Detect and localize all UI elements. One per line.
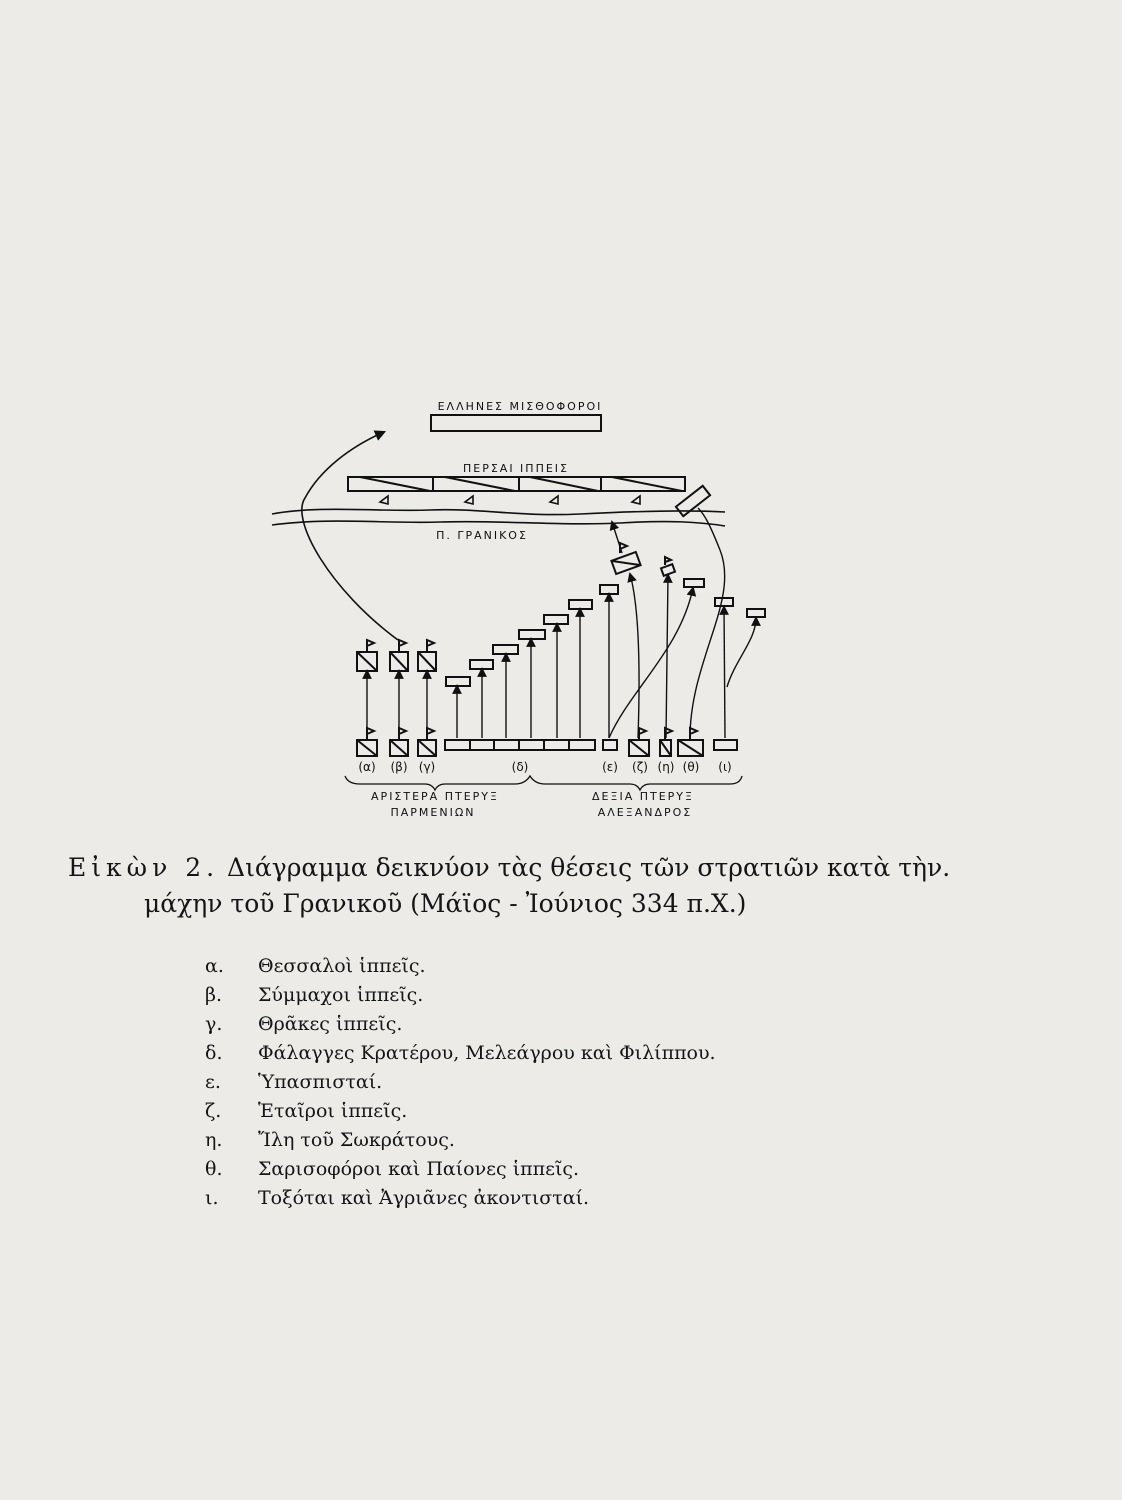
right-wing-commander: ΑΛΕΞΑΝΔΡΟΣ [598,806,692,819]
legend-item: θ.Σαρισοφόροι καὶ Παίονες ἱππεῖς. [205,1158,580,1180]
svg-text:(γ): (γ) [419,760,435,774]
river [271,508,726,527]
legend-item: β.Σύμμαχοι ἱππεῖς. [205,984,424,1006]
svg-text:(α): (α) [358,760,375,774]
mercenaries-unit [430,414,602,432]
initial-line-units [356,726,738,757]
caption-line-2: μάχην τοῦ Γρανικοῦ (Μάϊος - Ἰούνιος 334 … [144,889,747,918]
svg-text:(η): (η) [658,760,675,774]
svg-text:(δ): (δ) [512,760,529,774]
unit-labels: (α) (β) (γ) (δ) (ε) (ζ) (η) (θ) (ι) [358,760,731,774]
svg-text:(β): (β) [390,760,407,774]
flank-arrow [301,430,399,641]
river-label: Π. ΓΡΑΝΙΚΟΣ [436,529,528,542]
cavalry-gamma-advanced [417,638,437,672]
mercenaries-label: ΕΛΛΗΝΕΣ ΜΙΣΘΟΦΟΡΟΙ [438,400,603,413]
left-wing-title: ΑΡΙΣΤΕΡΑ ΠΤΕΡΥΞ [371,790,499,803]
svg-text:(ε): (ε) [602,760,618,774]
legend-item: ε.Ὑπασπισταί. [205,1071,383,1093]
figure-caption: Εἰκὼν 2. Διάγραμμα δεικνύον τὰς θέσεις τ… [68,850,950,922]
legend-item: γ.Θρᾶκες ἱππεῖς. [205,1013,403,1035]
persian-cavalry-label: ΠΕΡΣΑΙ ΙΠΠΕΙΣ [463,462,569,475]
legend-item: ζ.Ἑταῖροι ἱππεῖς. [205,1100,408,1122]
cavalry-beta-advanced [389,638,409,672]
svg-text:(ζ): (ζ) [632,760,648,774]
svg-text:(θ): (θ) [683,760,700,774]
legend-item: δ.Φάλαγγες Κρατέρου, Μελεάγρου καὶ Φιλίπ… [205,1042,716,1064]
persian-cavalry-line [347,476,686,492]
advanced-units [356,541,766,687]
caption-line-1: Διάγραμμα δεικνύον τὰς θέσεις τῶν στρατι… [227,853,951,882]
legend-item: α.Θεσσαλοὶ ἱππεῖς. [205,955,426,977]
cavalry-alpha-advanced [356,638,378,672]
svg-text:(ι): (ι) [718,760,731,774]
legend-item: ι.Τοξόται καὶ Ἀγριᾶνες ἀκοντισταί. [205,1187,590,1209]
wing-braces [344,774,743,792]
legend-list: α.Θεσσαλοὶ ἱππεῖς. β.Σύμμαχοι ἱππεῖς. γ.… [205,952,716,1213]
figure-number: Εἰκὼν 2. [68,853,220,882]
right-wing-title: ΔΕΞΙΑ ΠΤΕΡΥΞ [592,790,694,803]
persian-flags [378,494,641,506]
left-wing-commander: ΠΑΡΜΕΝΙΩΝ [391,806,476,819]
advance-lines [362,507,761,739]
legend-item: η.Ἴλη τοῦ Σωκράτους. [205,1129,455,1151]
